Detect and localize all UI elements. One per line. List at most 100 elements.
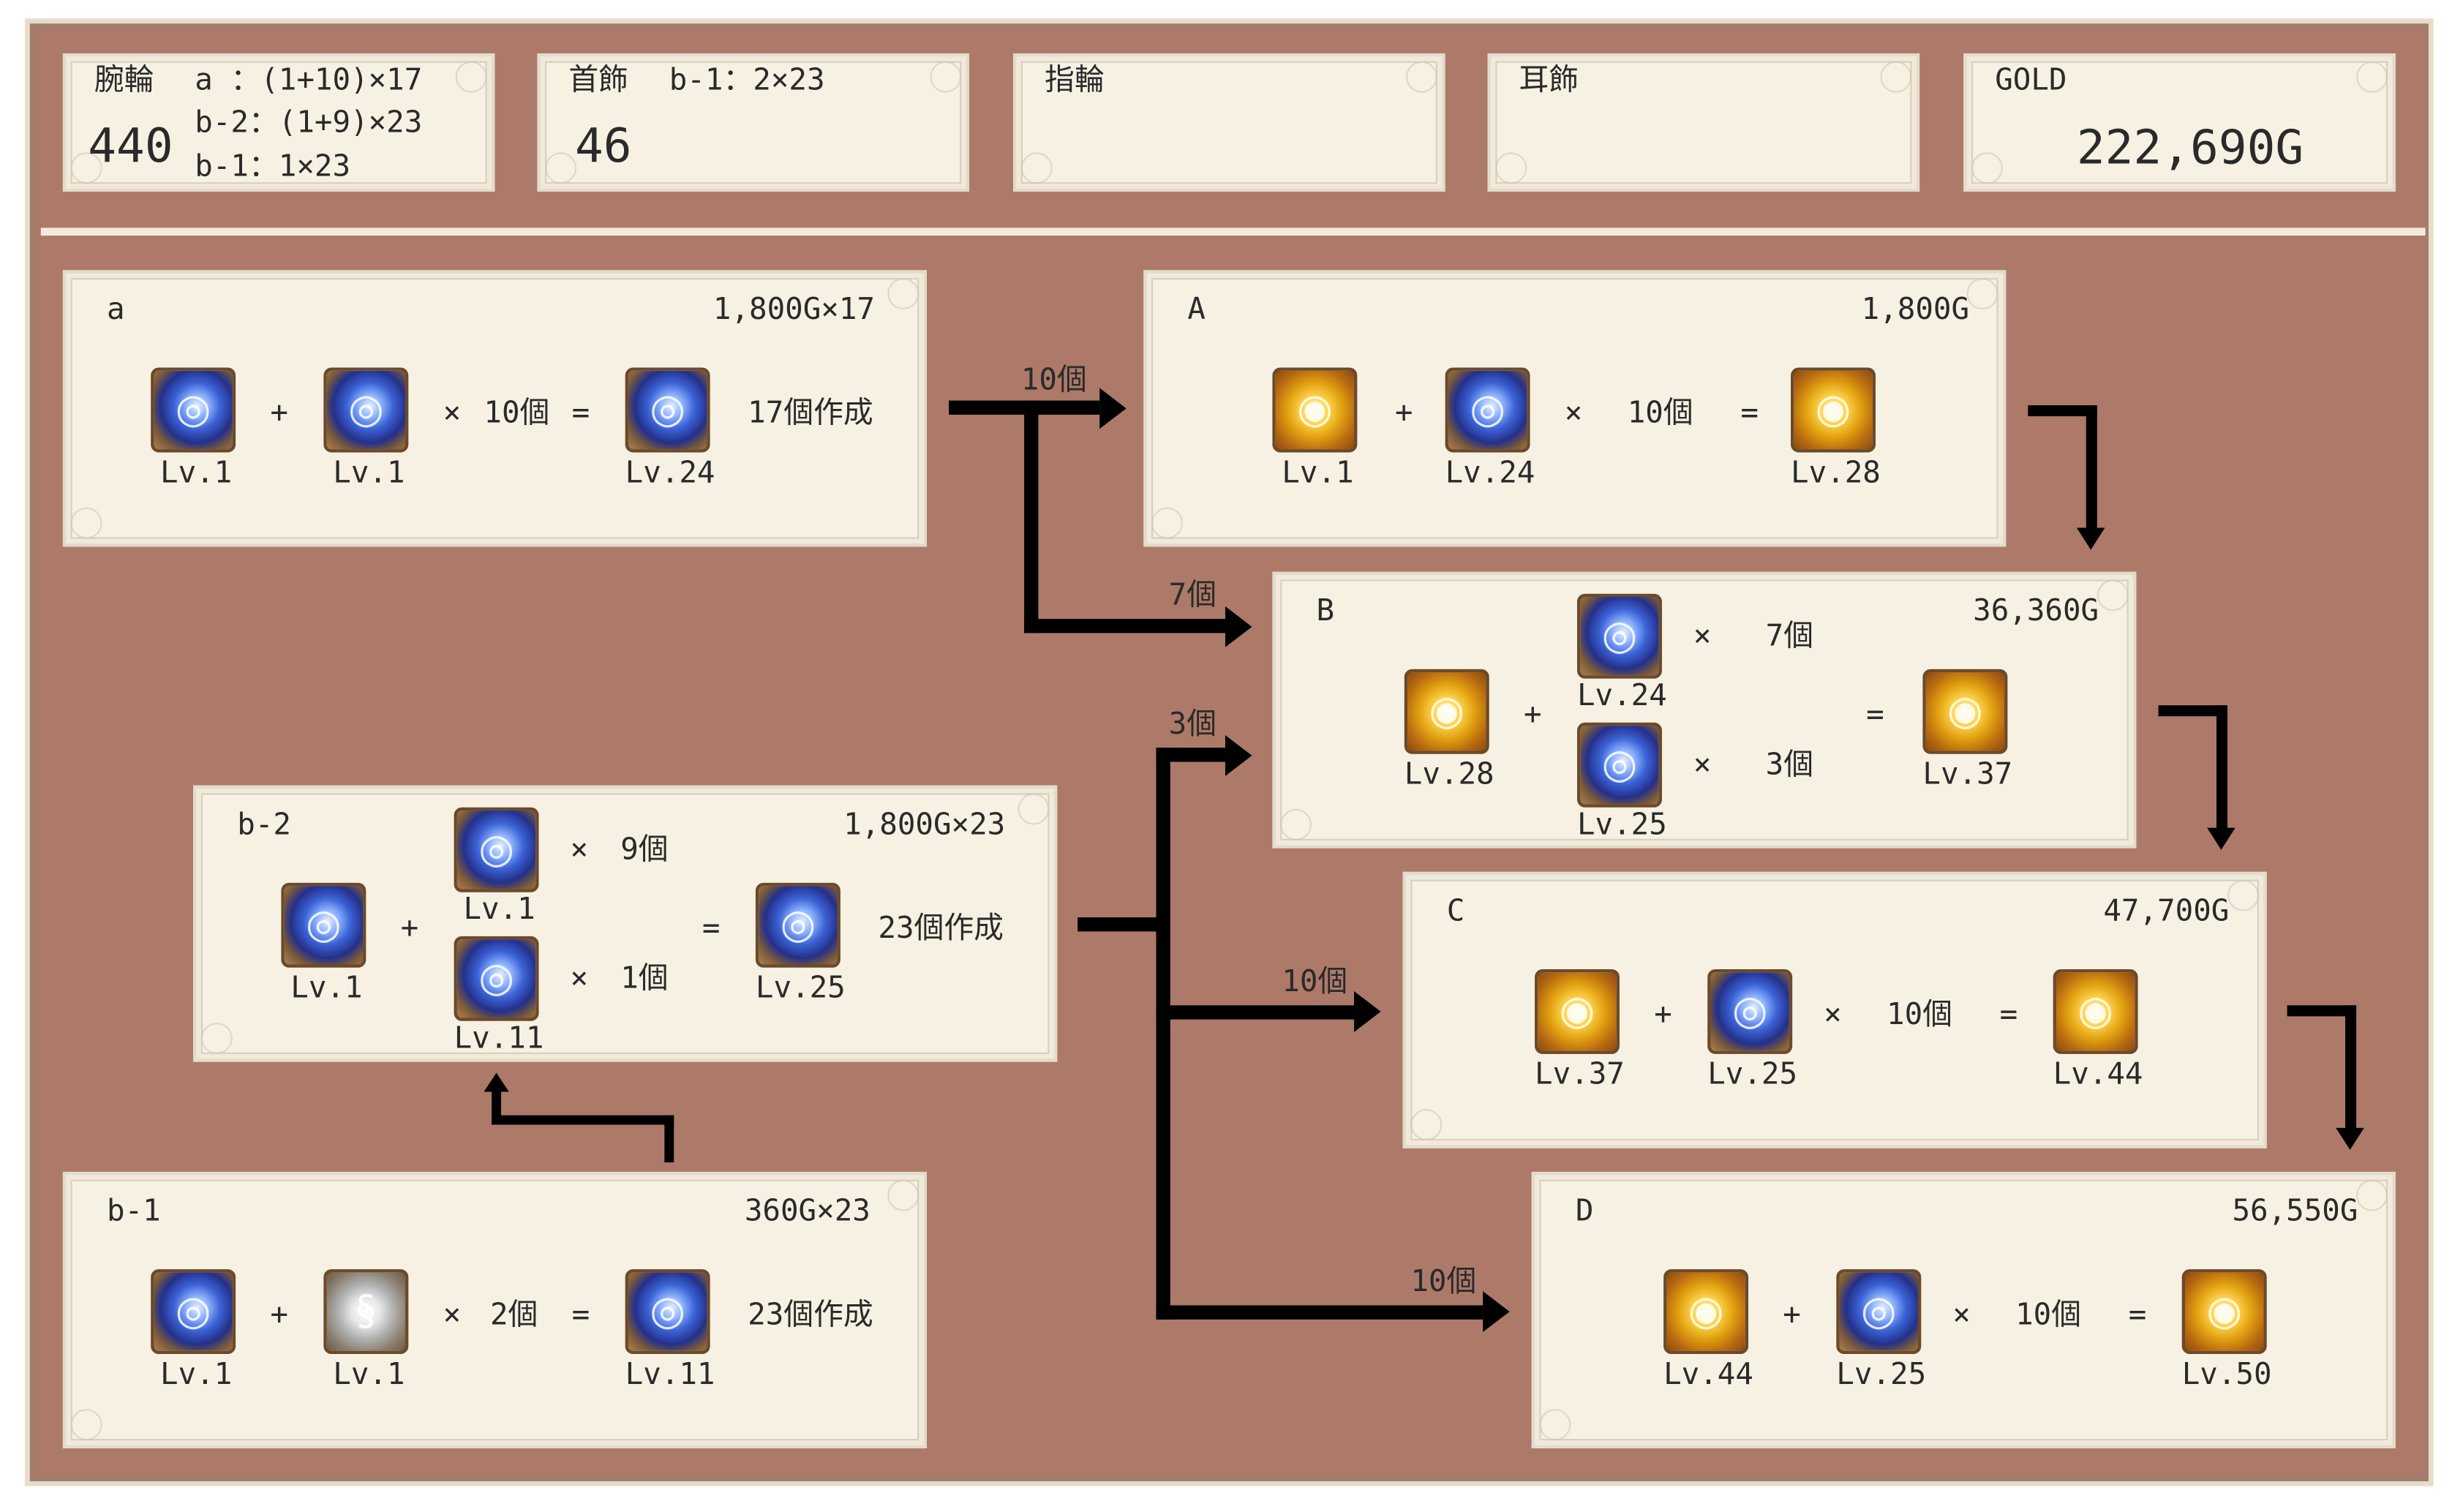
equals-sign: = (571, 396, 590, 431)
necklace-label: 首飾 (568, 62, 628, 98)
card-cost: 56,550G (2232, 1194, 2358, 1229)
card-title: a (107, 292, 125, 327)
arrow-head (2207, 827, 2235, 850)
times-sign: × (443, 1297, 462, 1332)
blue-bracelet-icon: ◎ (151, 367, 236, 453)
gold-value: 222,690G (2076, 121, 2304, 176)
recipe-card-b1: b-1 360G×23 ◎ Lv.1 + § Lv.1 × 2個 = ◎ Lv.… (62, 1171, 927, 1448)
arrow-b2-to-B (1156, 748, 1225, 762)
level-label: Lv.50 (2181, 1357, 2272, 1392)
level-label: Lv.25 (1836, 1357, 1927, 1392)
arrow-A-to-B (2028, 405, 2097, 417)
card-cost: 1,800G×23 (843, 807, 1006, 843)
gold-bracelet-icon: ◉ (2053, 968, 2138, 1054)
arrow-b1-to-b2 (664, 1115, 674, 1163)
arrow-label: 3個 (1168, 707, 1217, 742)
blue-bracelet-icon: ◎ (454, 807, 539, 892)
level-label: Lv.37 (1922, 757, 2013, 792)
equals-sign: = (1999, 997, 2018, 1032)
plus-sign: + (270, 1297, 288, 1332)
card-cost: 360G×23 (744, 1194, 870, 1229)
level-label: Lv.25 (1707, 1057, 1798, 1092)
arrow-head (484, 1072, 509, 1092)
quantity: 9個 (620, 832, 669, 868)
plus-sign: + (270, 396, 288, 431)
arrow-b1-to-b2 (492, 1090, 502, 1125)
recipe-card-C: C 47,700G ◉ Lv.37 + ◎ Lv.25 × 10個 = ◉ Lv… (1402, 871, 2267, 1148)
card-cost: 1,800G×17 (712, 292, 876, 327)
result-count: 23個作成 (878, 911, 1004, 946)
level-label: Lv.11 (454, 1020, 544, 1056)
quantity: 3個 (1765, 748, 1814, 783)
times-sign: × (1693, 619, 1712, 654)
level-label: Lv.1 (160, 455, 233, 490)
equals-sign: = (571, 1297, 590, 1332)
blue-bracelet-icon: ◎ (1576, 593, 1662, 679)
plus-sign: + (1654, 997, 1672, 1032)
level-label: Lv.1 (333, 455, 405, 490)
level-label: Lv.44 (2053, 1057, 2143, 1092)
gold-bracelet-icon: ◉ (1663, 1269, 1749, 1355)
gold-label: GOLD (1995, 62, 2067, 98)
ring-label: 指輪 (1045, 62, 1105, 98)
bracelet-line-b2: b-2：(1+9)×23 (195, 105, 423, 140)
recipe-card-D: D 56,550G ◉ Lv.44 + ◎ Lv.25 × 10個 = ◉ Lv… (1531, 1171, 2396, 1448)
gold-bracelet-icon: ◉ (2181, 1269, 2267, 1355)
card-title: b-2 (237, 807, 291, 843)
card-title: C (1446, 893, 1465, 929)
blue-bracelet-icon: ◎ (281, 882, 366, 968)
earring-summary-card: 耳飾 (1487, 53, 1920, 192)
level-label: Lv.25 (755, 971, 846, 1006)
level-label: Lv.1 (333, 1357, 405, 1392)
arrow-A-to-B (2086, 405, 2097, 531)
recipe-card-B: B 36,360G ◉ Lv.28 + ◎ Lv.24 × 7個 ◎ Lv.25… (1272, 571, 2137, 849)
gold-bracelet-icon: ◉ (1791, 367, 1876, 453)
level-label: Lv.44 (1663, 1357, 1753, 1392)
recipe-card-A: A 1,800G ◉ Lv.1 + ◎ Lv.24 × 10個 = ◉ Lv.2… (1143, 270, 2007, 547)
arrow-a-to-B (1024, 400, 1039, 633)
quantity: 10個 (484, 396, 550, 431)
arrow-head (2076, 527, 2105, 550)
arrow-B-to-C (2216, 705, 2228, 831)
arrow-label: 7個 (1168, 578, 1217, 613)
times-sign: × (1564, 396, 1583, 431)
section-divider (40, 227, 2426, 236)
plus-sign: + (400, 911, 419, 946)
arrow-head (2336, 1127, 2364, 1150)
arrow-head (1483, 1291, 1510, 1332)
equals-sign: = (702, 911, 721, 946)
arrow-b2-trunk (1156, 748, 1170, 1320)
level-label: Lv.1 (1282, 455, 1354, 490)
bracelet-line-a: a ：(1+10)×17 (195, 62, 423, 98)
plus-sign: + (1523, 697, 1542, 732)
arrow-b1-to-b2 (492, 1115, 674, 1125)
level-label: Lv.1 (160, 1357, 233, 1392)
blue-bracelet-icon: ◎ (625, 367, 710, 453)
equals-sign: = (1740, 396, 1759, 431)
arrow-a-to-B (1024, 619, 1225, 633)
times-sign: × (1952, 1297, 1971, 1332)
arrow-b2-to-D (1156, 1305, 1484, 1320)
times-sign: × (570, 832, 589, 868)
gold-bracelet-icon: ◉ (1922, 669, 2008, 754)
necklace-summary-card: 首飾 b-1：2×23 46 (537, 53, 969, 192)
recipe-card-b2: b-2 1,800G×23 ◎ Lv.1 + ◎ Lv.1 × 9個 ◎ Lv.… (193, 785, 1058, 1062)
arrow-b2-to-C (1156, 1005, 1355, 1020)
level-label: Lv.28 (1791, 455, 1881, 490)
bracelet-summary-card: 腕輪 440 a ：(1+10)×17 b-2：(1+9)×23 b-1：1×2… (62, 53, 495, 192)
times-sign: × (443, 396, 462, 431)
card-title: D (1575, 1194, 1594, 1229)
silver-necklace-icon: § (323, 1269, 409, 1355)
recipe-card-a: a 1,800G×17 ◎ Lv.1 + ◎ Lv.1 × 10個 = ◎ Lv… (62, 270, 927, 547)
gold-bracelet-icon: ◉ (1535, 968, 1620, 1054)
result-count: 23個作成 (748, 1297, 873, 1332)
gold-bracelet-icon: ◉ (1272, 367, 1358, 453)
blue-bracelet-icon: ◎ (1836, 1269, 1922, 1355)
bracelet-label: 腕輪 (94, 62, 154, 98)
card-title: B (1316, 593, 1335, 628)
bracelet-line-b1: b-1：1×23 (195, 149, 351, 184)
times-sign: × (1824, 997, 1842, 1032)
gold-summary-card: GOLD 222,690G (1963, 53, 2396, 192)
necklace-total: 46 (574, 119, 632, 175)
